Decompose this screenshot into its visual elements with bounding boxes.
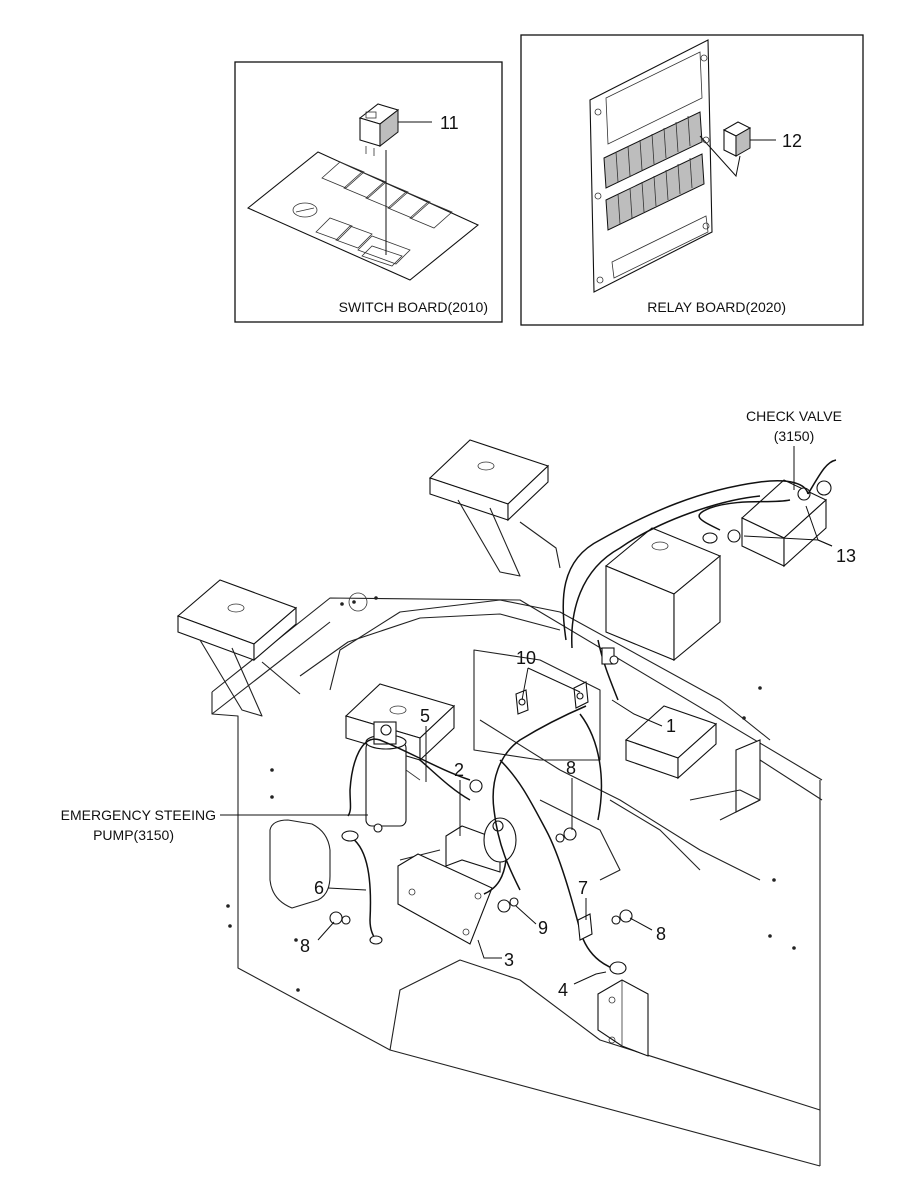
- check-valve-block: [702, 479, 832, 568]
- leader-10b: [527, 667, 581, 693]
- leader-8-right: [629, 917, 653, 931]
- callout-13: 13: [836, 546, 856, 566]
- relay-locator-line: [699, 135, 741, 178]
- relay-cube: [722, 121, 752, 157]
- leader-1: [611, 699, 663, 727]
- frame-body: [211, 597, 823, 1167]
- relay-rows: [603, 111, 709, 279]
- main-assembly: 13 1 10 5 2 3 4 6 7 8 8 8 9 CHECK VALVE …: [61, 408, 856, 1167]
- wiring-harness: [347, 459, 837, 973]
- leader-3: [477, 939, 502, 959]
- leader-13b: [743, 535, 833, 547]
- check-valve-label: CHECK VALVE: [746, 408, 842, 424]
- leader-6: [327, 887, 367, 891]
- mount-pads: [176, 439, 761, 821]
- callout-2: 2: [454, 760, 464, 780]
- mounting-plate: [397, 853, 493, 945]
- callout-7: 7: [578, 878, 588, 898]
- callout-3: 3: [504, 950, 514, 970]
- leader-10a: [521, 667, 529, 701]
- emergency-steering-pump: [365, 721, 421, 827]
- frame-boss: [348, 592, 368, 612]
- callout-11: 11: [440, 113, 459, 133]
- callout-4: 4: [558, 980, 568, 1000]
- pump-code: PUMP(3150): [93, 827, 174, 843]
- relay-board-caption: RELAY BOARD(2020): [647, 299, 786, 315]
- leader-lines: [220, 446, 833, 985]
- callout-1: 1: [666, 716, 676, 736]
- callout-8-left: 8: [300, 936, 310, 956]
- callout-9: 9: [538, 918, 548, 938]
- mounting-plate-holes: [408, 888, 482, 936]
- rocker-switch: [358, 103, 400, 156]
- switch-board-inset: 11 SWITCH BOARD(2010): [234, 61, 503, 323]
- frame-cutouts: [269, 649, 701, 909]
- pump-label: EMERGENCY STEEING: [61, 807, 216, 823]
- leader-9: [515, 905, 537, 925]
- leader-4: [573, 971, 607, 985]
- callout-10: 10: [516, 648, 536, 668]
- callout-8-right: 8: [656, 924, 666, 944]
- callout-5: 5: [420, 706, 430, 726]
- fasteners: [329, 647, 633, 975]
- switch-slots: [292, 161, 453, 267]
- check-valve-code: (3150): [774, 428, 814, 444]
- switch-panel-plate: [246, 151, 480, 281]
- callout-8-center: 8: [566, 758, 576, 778]
- fuse-box: [597, 979, 649, 1057]
- switch-board-caption: SWITCH BOARD(2010): [339, 299, 488, 315]
- relay-board-inset: 12 RELAY BOARD(2020): [520, 34, 864, 326]
- callout-6: 6: [314, 878, 324, 898]
- frame-holes: [226, 596, 796, 992]
- callout-12: 12: [782, 131, 802, 151]
- leader-8-left: [317, 921, 335, 941]
